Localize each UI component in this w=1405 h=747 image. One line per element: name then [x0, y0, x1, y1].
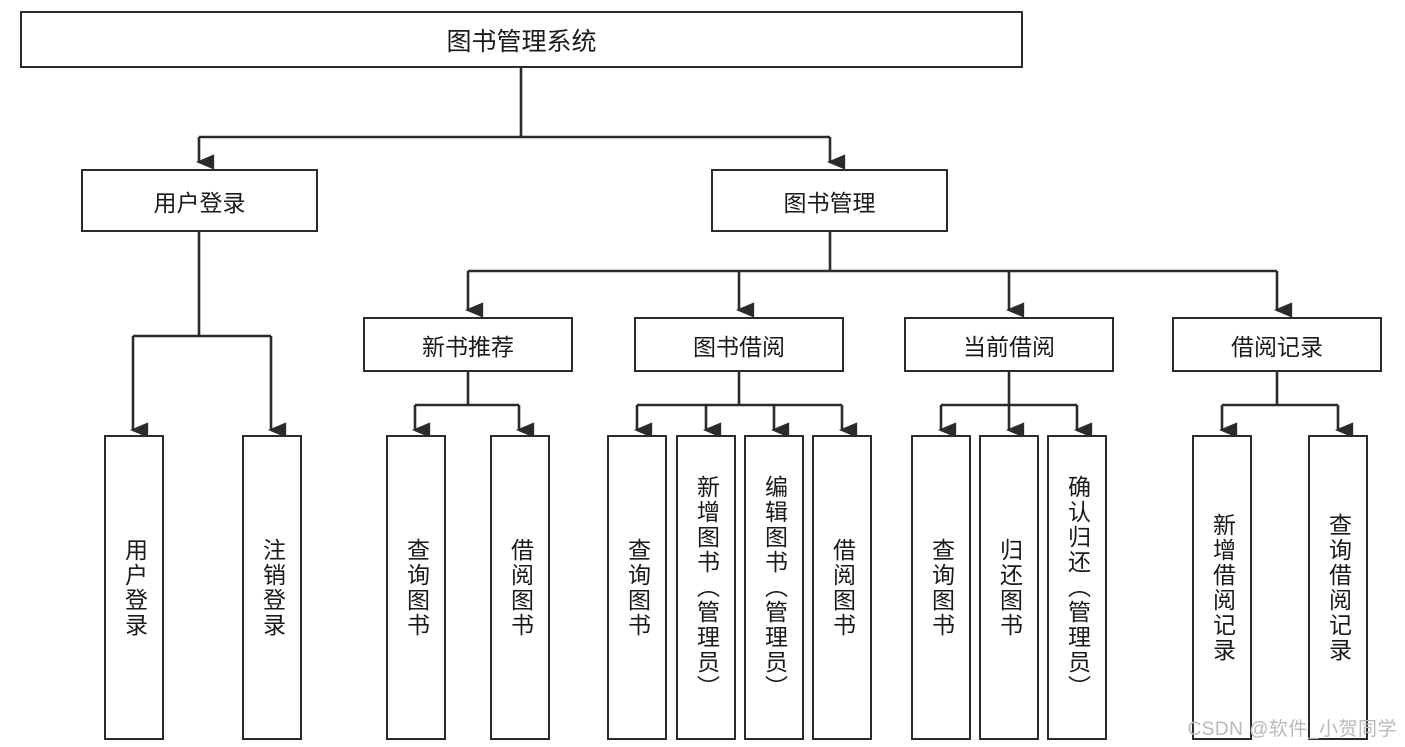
leaf-label: 查询图书 — [403, 537, 430, 638]
node-root[interactable]: 图书管理系统 — [20, 11, 1023, 68]
node-current-borrow-label: 当前借阅 — [963, 333, 1055, 360]
leaf-label: 用户登录 — [121, 537, 148, 638]
leaf-borrow-record-query[interactable]: 查询借阅记录 — [1308, 435, 1368, 740]
leaf-current-borrow-return[interactable]: 归还图书 — [979, 435, 1039, 740]
node-user-login[interactable]: 用户登录 — [81, 169, 318, 232]
leaf-book-borrow-query[interactable]: 查询图书 — [607, 435, 667, 740]
leaf-label: 查询借阅记录 — [1325, 512, 1352, 663]
leaf-book-borrow-edit[interactable]: 编辑图书（管理员） — [744, 435, 804, 740]
node-new-book-recommend[interactable]: 新书推荐 — [363, 317, 573, 372]
leaf-label: 注销登录 — [259, 537, 286, 638]
node-borrow-record[interactable]: 借阅记录 — [1172, 317, 1382, 372]
node-book-borrow-label: 图书借阅 — [693, 333, 785, 360]
leaf-label: 新增借阅记录 — [1209, 512, 1236, 663]
leaf-borrow-record-add[interactable]: 新增借阅记录 — [1192, 435, 1252, 740]
leaf-label: 归还图书 — [996, 537, 1023, 638]
leaf-label: 查询图书 — [928, 537, 955, 638]
node-book-management[interactable]: 图书管理 — [711, 169, 948, 232]
leaf-book-borrow-lend[interactable]: 借阅图书 — [812, 435, 872, 740]
node-user-login-label: 用户登录 — [153, 189, 246, 216]
leaf-current-borrow-confirm-return[interactable]: 确认归还（管理员） — [1047, 435, 1107, 740]
node-borrow-record-label: 借阅记录 — [1231, 333, 1323, 360]
node-book-management-label: 图书管理 — [783, 189, 876, 216]
leaf-label: 编辑图书（管理员） — [761, 475, 788, 700]
node-new-book-recommend-label: 新书推荐 — [422, 333, 514, 360]
watermark-text: CSDN @软件_小贺同学 — [1187, 719, 1397, 740]
leaf-user-login-logout[interactable]: 注销登录 — [242, 435, 302, 740]
leaf-current-borrow-query[interactable]: 查询图书 — [911, 435, 971, 740]
leaf-label: 确认归还（管理员） — [1064, 475, 1091, 700]
leaf-book-borrow-add[interactable]: 新增图书（管理员） — [676, 435, 736, 740]
leaf-label: 查询图书 — [624, 537, 651, 638]
leaf-new-book-borrow[interactable]: 借阅图书 — [490, 435, 550, 740]
leaf-user-login-login[interactable]: 用户登录 — [104, 435, 164, 740]
leaf-label: 借阅图书 — [507, 537, 534, 638]
leaf-label: 新增图书（管理员） — [693, 475, 720, 700]
node-book-borrow[interactable]: 图书借阅 — [634, 317, 844, 372]
leaf-new-book-query[interactable]: 查询图书 — [386, 435, 446, 740]
node-current-borrow[interactable]: 当前借阅 — [904, 317, 1114, 372]
node-root-label: 图书管理系统 — [446, 27, 597, 56]
leaf-label: 借阅图书 — [829, 537, 856, 638]
